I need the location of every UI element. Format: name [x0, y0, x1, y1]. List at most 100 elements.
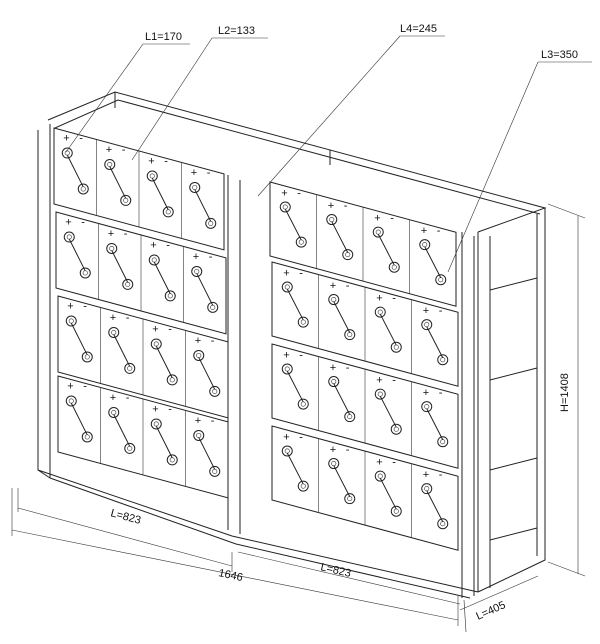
terminal-post	[390, 341, 402, 353]
terminal-post	[120, 194, 132, 206]
polarity-plus: +	[150, 240, 156, 252]
terminal-bolt	[167, 293, 173, 299]
polarity-minus: -	[346, 362, 350, 374]
connector-strap	[196, 273, 214, 306]
terminal-post	[81, 431, 93, 443]
polarity-plus: +	[195, 335, 201, 347]
terminal-post	[388, 261, 400, 273]
polarity-plus: +	[376, 374, 382, 386]
terminal-post	[344, 493, 356, 505]
polarity-plus: +	[152, 324, 158, 336]
polarity-minus: -	[439, 469, 443, 481]
connector-strap	[194, 189, 212, 222]
terminal-bolt	[284, 366, 290, 372]
polarity-minus: -	[390, 212, 394, 224]
terminal-bolt	[64, 150, 70, 156]
dim-label-height: H=1408	[559, 373, 571, 412]
polarity-minus: -	[164, 156, 168, 168]
polarity-plus: +	[423, 305, 429, 317]
terminal-bolt	[66, 234, 72, 240]
dim-label-l2: L2=133	[218, 25, 255, 37]
battery-blocks: +-+-+-+-+-+-+-+-+-+-+-+-+-+-+-+-+-+-+-+-…	[53, 127, 459, 551]
polarity-plus: +	[421, 225, 427, 237]
polarity-plus: +	[283, 431, 289, 443]
terminal-bolt	[393, 426, 399, 432]
terminal-post	[209, 465, 221, 477]
terminal-bolt	[329, 217, 335, 223]
polarity-plus: +	[108, 228, 114, 240]
terminal-bolt	[377, 309, 383, 315]
terminal-bolt	[169, 457, 175, 463]
polarity-minus: -	[346, 444, 350, 456]
terminal-bolt	[208, 220, 214, 226]
connector-strap	[70, 322, 88, 356]
connector-strap	[109, 166, 127, 199]
terminal-bolt	[300, 401, 306, 407]
terminal-bolt	[68, 398, 74, 404]
terminal-post	[65, 395, 77, 407]
terminal-post	[162, 206, 174, 218]
battery-block	[269, 181, 457, 307]
connector-strap	[286, 370, 304, 403]
battery-block	[271, 261, 459, 387]
polarity-plus: +	[328, 200, 334, 212]
terminal-post	[297, 480, 309, 492]
polarity-minus: -	[299, 267, 303, 279]
polarity-minus: -	[211, 335, 215, 347]
terminal-bolt	[123, 197, 129, 203]
terminal-post	[295, 236, 307, 248]
connector-strap	[151, 177, 169, 211]
terminal-post	[281, 363, 293, 375]
polarity-minus: -	[126, 392, 130, 404]
terminal-bolt	[212, 468, 218, 474]
battery-block	[271, 343, 459, 469]
terminal-post	[124, 362, 136, 374]
polarity-minus: -	[122, 144, 126, 156]
polarity-plus: +	[195, 415, 201, 427]
connector-strap	[333, 383, 351, 415]
terminal-post	[164, 290, 176, 302]
terminal-post	[79, 267, 91, 279]
connector-strap	[155, 425, 173, 459]
terminal-post	[148, 254, 160, 266]
terminal-bolt	[169, 377, 175, 383]
terminal-bolt	[153, 341, 159, 347]
terminal-bolt	[440, 357, 446, 363]
polarity-plus: +	[193, 251, 199, 263]
terminal-bolt	[149, 173, 155, 179]
polarity-minus: -	[211, 415, 215, 427]
polarity-minus: -	[124, 228, 128, 240]
terminal-bolt	[440, 521, 446, 527]
connector-strap	[113, 334, 131, 367]
terminal-bolt	[68, 318, 74, 324]
polarity-minus: -	[344, 200, 348, 212]
terminal-bolt	[165, 209, 171, 215]
terminal-post	[281, 281, 293, 293]
terminal-bolt	[194, 268, 200, 274]
terminal-bolt	[192, 184, 198, 190]
connector-strap	[68, 238, 86, 272]
polarity-minus: -	[297, 187, 301, 199]
terminal-bolt	[153, 421, 159, 427]
polarity-plus: +	[191, 167, 197, 179]
terminal-bolt	[210, 304, 216, 310]
terminal-bolt	[331, 379, 337, 385]
dim-label-depth: L=405	[474, 599, 507, 623]
terminal-bolt	[424, 486, 430, 492]
terminal-bolt	[84, 354, 90, 360]
terminal-bolt	[391, 264, 397, 270]
terminal-post	[342, 249, 354, 261]
terminal-post	[390, 505, 402, 517]
terminal-bolt	[196, 432, 202, 438]
polarity-plus: +	[283, 267, 289, 279]
terminal-post	[419, 239, 431, 251]
terminal-bolt	[111, 329, 117, 335]
terminal-post	[328, 376, 340, 388]
connector-strap	[426, 326, 444, 358]
battery-block	[271, 425, 459, 551]
battery-block	[57, 375, 229, 499]
connector-strap	[113, 414, 131, 447]
terminal-post	[108, 406, 120, 418]
terminal-post	[150, 338, 162, 350]
terminal-post	[374, 306, 386, 318]
